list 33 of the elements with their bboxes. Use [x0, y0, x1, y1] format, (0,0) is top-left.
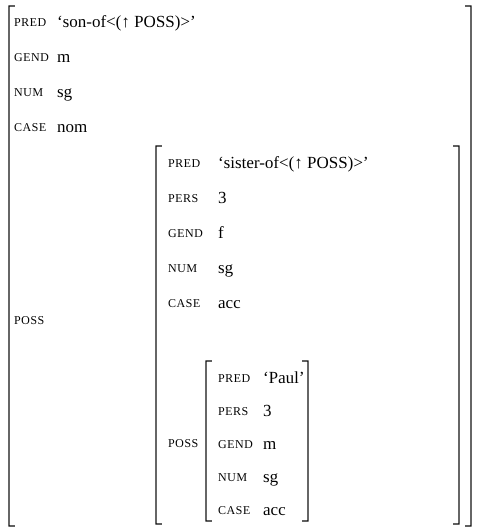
attribute-name: CASE	[168, 295, 201, 312]
attribute-value: m	[263, 433, 276, 455]
attribute-name: NUM	[218, 469, 248, 486]
attribute-name: PRED	[168, 155, 201, 172]
attribute-name: GEND	[218, 436, 254, 453]
attribute-name: NUM	[14, 84, 44, 101]
attribute-value: m	[57, 46, 70, 68]
attribute-value: acc	[218, 292, 241, 314]
attribute-value: ‘son-of<(↑ POSS)>’	[57, 11, 196, 33]
attribute-value-matrix	[155, 145, 460, 525]
attribute-value: acc	[263, 499, 286, 521]
attribute-value: 3	[263, 400, 272, 422]
attribute-name: GEND	[168, 225, 204, 242]
attribute-name: PERS	[218, 403, 249, 420]
attribute-name: PRED	[14, 14, 47, 31]
attribute-name: POSS	[14, 312, 45, 329]
attribute-name: POSS	[168, 435, 199, 452]
attribute-value: sg	[263, 466, 278, 488]
attribute-name: PRED	[218, 370, 251, 387]
attribute-name: CASE	[218, 502, 251, 519]
attribute-value-matrix	[205, 360, 309, 522]
attribute-value: sg	[218, 257, 234, 279]
attribute-name: NUM	[168, 260, 198, 277]
attribute-value: sg	[57, 81, 72, 103]
attribute-name: PERS	[168, 190, 199, 207]
attribute-value-matrix	[8, 5, 472, 527]
attribute-value: ‘sister-of<(↑ POSS)>’	[218, 152, 369, 174]
attribute-name: GEND	[14, 49, 50, 66]
attribute-value: ‘Paul’	[263, 367, 305, 389]
attribute-value: nom	[57, 116, 88, 138]
attribute-value: 3	[218, 187, 226, 209]
attribute-name: CASE	[14, 119, 47, 136]
attribute-value: f	[218, 222, 224, 244]
